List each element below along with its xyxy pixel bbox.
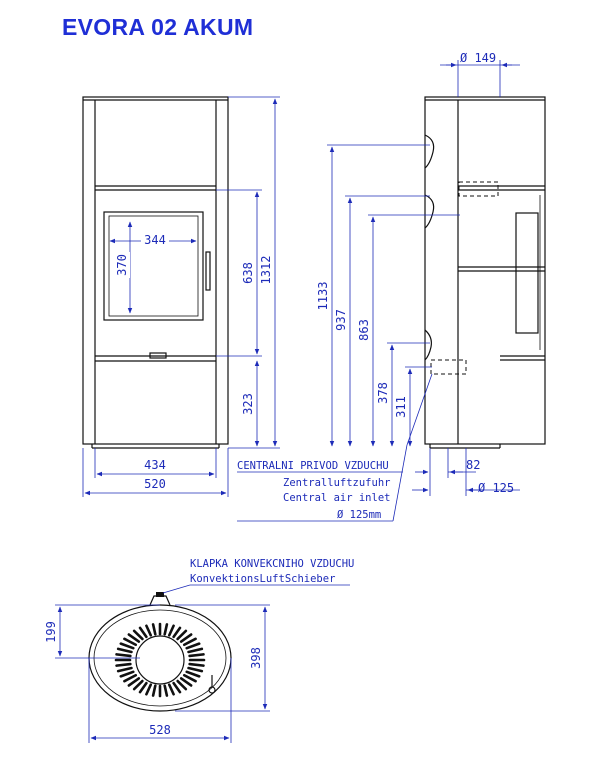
vent-slot [138, 626, 148, 639]
vent-slot [187, 666, 204, 673]
dim-height-937: 937 [334, 195, 430, 447]
svg-text:Central air inlet: Central air inlet [283, 492, 390, 504]
vent-slot [182, 673, 197, 683]
dim-height-378: 378 [376, 342, 430, 447]
vent-slot [119, 670, 135, 678]
dim-top-depth: 398 [175, 604, 270, 712]
svg-text:Ø 125: Ø 125 [478, 481, 514, 495]
dim-door-height: 638 [216, 189, 262, 357]
dim-diameter-top: Ø 149 [440, 51, 520, 97]
svg-text:1133: 1133 [316, 282, 330, 311]
vent-slot [119, 642, 135, 650]
dim-window-height: 370 [115, 221, 133, 314]
svg-text:323: 323 [241, 393, 255, 415]
air-flap-knob [149, 595, 171, 606]
svg-text:528: 528 [149, 723, 171, 737]
svg-text:378: 378 [376, 382, 390, 404]
vent-slot [188, 653, 205, 658]
vent-slot [172, 626, 182, 639]
vent-slot [116, 647, 133, 654]
dim-height-311: 311 [394, 366, 432, 447]
dim-total-height: 1312 [228, 96, 280, 449]
front-view [82, 96, 229, 449]
svg-text:Zentralluftzufuhr: Zentralluftzufuhr [283, 477, 390, 489]
air-inlet-note: CENTRALNI PRIVOD VZDUCHU Zentralluftzufu… [237, 444, 408, 522]
vent-slot [182, 637, 197, 647]
dim-center-offset: 199 [44, 604, 160, 659]
svg-text:KonvektionsLuftSchieber: KonvektionsLuftSchieber [190, 573, 335, 585]
svg-text:863: 863 [357, 319, 371, 341]
vent-slot [115, 662, 132, 667]
svg-text:KLAPKA KONVEKCNIHO VZDUCHU: KLAPKA KONVEKCNIHO VZDUCHU [190, 558, 354, 570]
dim-height-1133: 1133 [316, 144, 430, 447]
vent-slot [163, 684, 169, 697]
vent-slot [132, 679, 144, 691]
vent-slot [179, 677, 193, 687]
rear-outlet-dashed [458, 181, 499, 197]
svg-text:82: 82 [466, 458, 480, 472]
vent-slot [163, 623, 169, 636]
top-view [88, 592, 232, 712]
svg-text:937: 937 [334, 309, 348, 331]
vent-slot [115, 653, 132, 658]
vent-slot [185, 642, 201, 650]
svg-text:Ø 125mm: Ø 125mm [337, 509, 381, 521]
vent-slot [172, 681, 182, 694]
svg-text:638: 638 [241, 262, 255, 284]
vent-slot [138, 681, 148, 694]
vent-slot [123, 673, 138, 683]
door-handle [205, 251, 211, 291]
vent-slot [145, 624, 153, 637]
vent-ring [114, 622, 206, 698]
svg-text:199: 199 [44, 621, 58, 643]
svg-text:434: 434 [144, 458, 166, 472]
side-glass-panel [515, 212, 539, 334]
diagram-title: EVORA 02 AKUM [62, 14, 254, 40]
vent-slot [179, 633, 193, 643]
vent-slot [167, 683, 175, 696]
front-body-outline [82, 96, 229, 445]
svg-text:520: 520 [144, 477, 166, 491]
svg-text:344: 344 [144, 233, 166, 247]
dim-window-width: 344 [109, 233, 197, 247]
svg-text:CENTRALNI PRIVOD VZDUCHU: CENTRALNI PRIVOD VZDUCHU [237, 460, 389, 472]
svg-text:Ø 149: Ø 149 [460, 51, 496, 65]
vent-slot [151, 684, 157, 697]
air-inlet-leader [406, 373, 433, 446]
dim-width-inner: 434 [94, 448, 217, 478]
vent-slot [145, 683, 153, 696]
vent-slot [176, 629, 188, 641]
dim-top-width: 528 [88, 658, 232, 743]
dim-offset-82: 82 [415, 448, 480, 478]
svg-text:311: 311 [394, 396, 408, 418]
svg-text:370: 370 [115, 254, 129, 276]
vent-slot [185, 670, 201, 678]
vent-slot [167, 624, 175, 637]
dim-base-height: 323 [241, 360, 260, 447]
vent-slot [132, 629, 144, 641]
dim-height-863: 863 [357, 214, 460, 447]
svg-text:1312: 1312 [259, 256, 273, 285]
vent-slot [188, 662, 205, 667]
vent-slot [127, 677, 141, 687]
flue-circle [135, 635, 185, 685]
dim-diameter-bottom: Ø 125 [412, 448, 520, 496]
side-view [424, 96, 546, 449]
vent-slot [151, 623, 157, 636]
vent-slot [127, 633, 141, 643]
fire-window [103, 211, 204, 321]
vent-slot [116, 666, 133, 673]
air-flap-note: KLAPKA KONVEKCNIHO VZDUCHU KonvektionsLu… [162, 558, 354, 594]
vent-slot [187, 647, 204, 654]
dim-width-total: 520 [82, 448, 229, 497]
vent-slot [176, 679, 188, 691]
vent-slot [123, 637, 138, 647]
svg-text:398: 398 [249, 647, 263, 669]
bottom-inlet-dashed [430, 359, 467, 375]
